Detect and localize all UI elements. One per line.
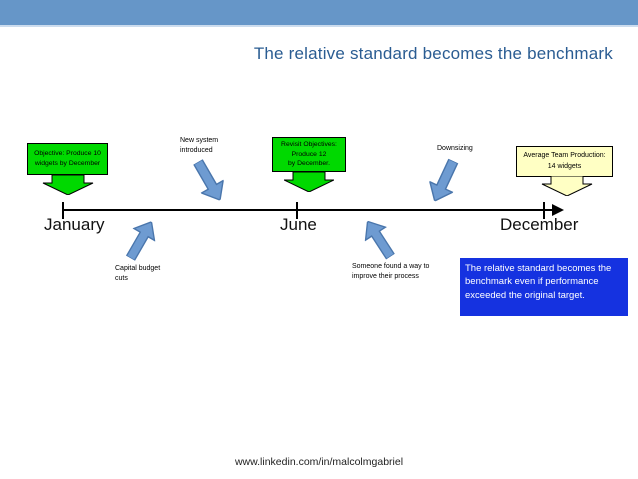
downsizing-label: Downsizing — [437, 145, 473, 152]
objective-box: Objective: Produce 10 widgets by Decembe… — [27, 143, 108, 175]
blue-up-right-arrow-icon — [119, 215, 163, 264]
blue-down-right-arrow-icon — [187, 155, 232, 206]
yellow-down-arrow-icon — [536, 176, 598, 196]
benchmark-note-box: The relative standard becomes the benchm… — [460, 258, 628, 316]
blue-up-left-arrow-icon — [357, 214, 402, 263]
tick-december — [543, 202, 545, 219]
green-down-arrow-icon — [284, 172, 334, 192]
axis-label-june: June — [280, 215, 317, 234]
someone-found-label: Someone found a way to improve their pro… — [352, 263, 430, 280]
axis-label-december: December — [500, 215, 579, 234]
tick-january — [62, 202, 64, 219]
page-title: The relative standard becomes the benchm… — [253, 44, 613, 63]
timeline-arrowhead-icon — [552, 204, 564, 216]
blue-down-left-arrow-icon — [423, 156, 465, 207]
footer-url: www.linkedin.com/in/malcolmgabriel — [234, 456, 404, 468]
revisit-objectives-box: Revisit Objectives: Produce 12 by Decemb… — [272, 137, 346, 172]
timeline-axis — [62, 209, 556, 211]
tick-june — [296, 202, 298, 219]
new-system-label: New system introduced — [180, 137, 219, 154]
green-down-arrow-icon — [40, 175, 96, 195]
axis-label-january: January — [44, 215, 105, 234]
header-bar — [0, 0, 638, 27]
average-production-box: Average Team Production: 14 widgets — [516, 146, 613, 177]
capital-budget-label: Capital budget cuts — [115, 265, 161, 282]
